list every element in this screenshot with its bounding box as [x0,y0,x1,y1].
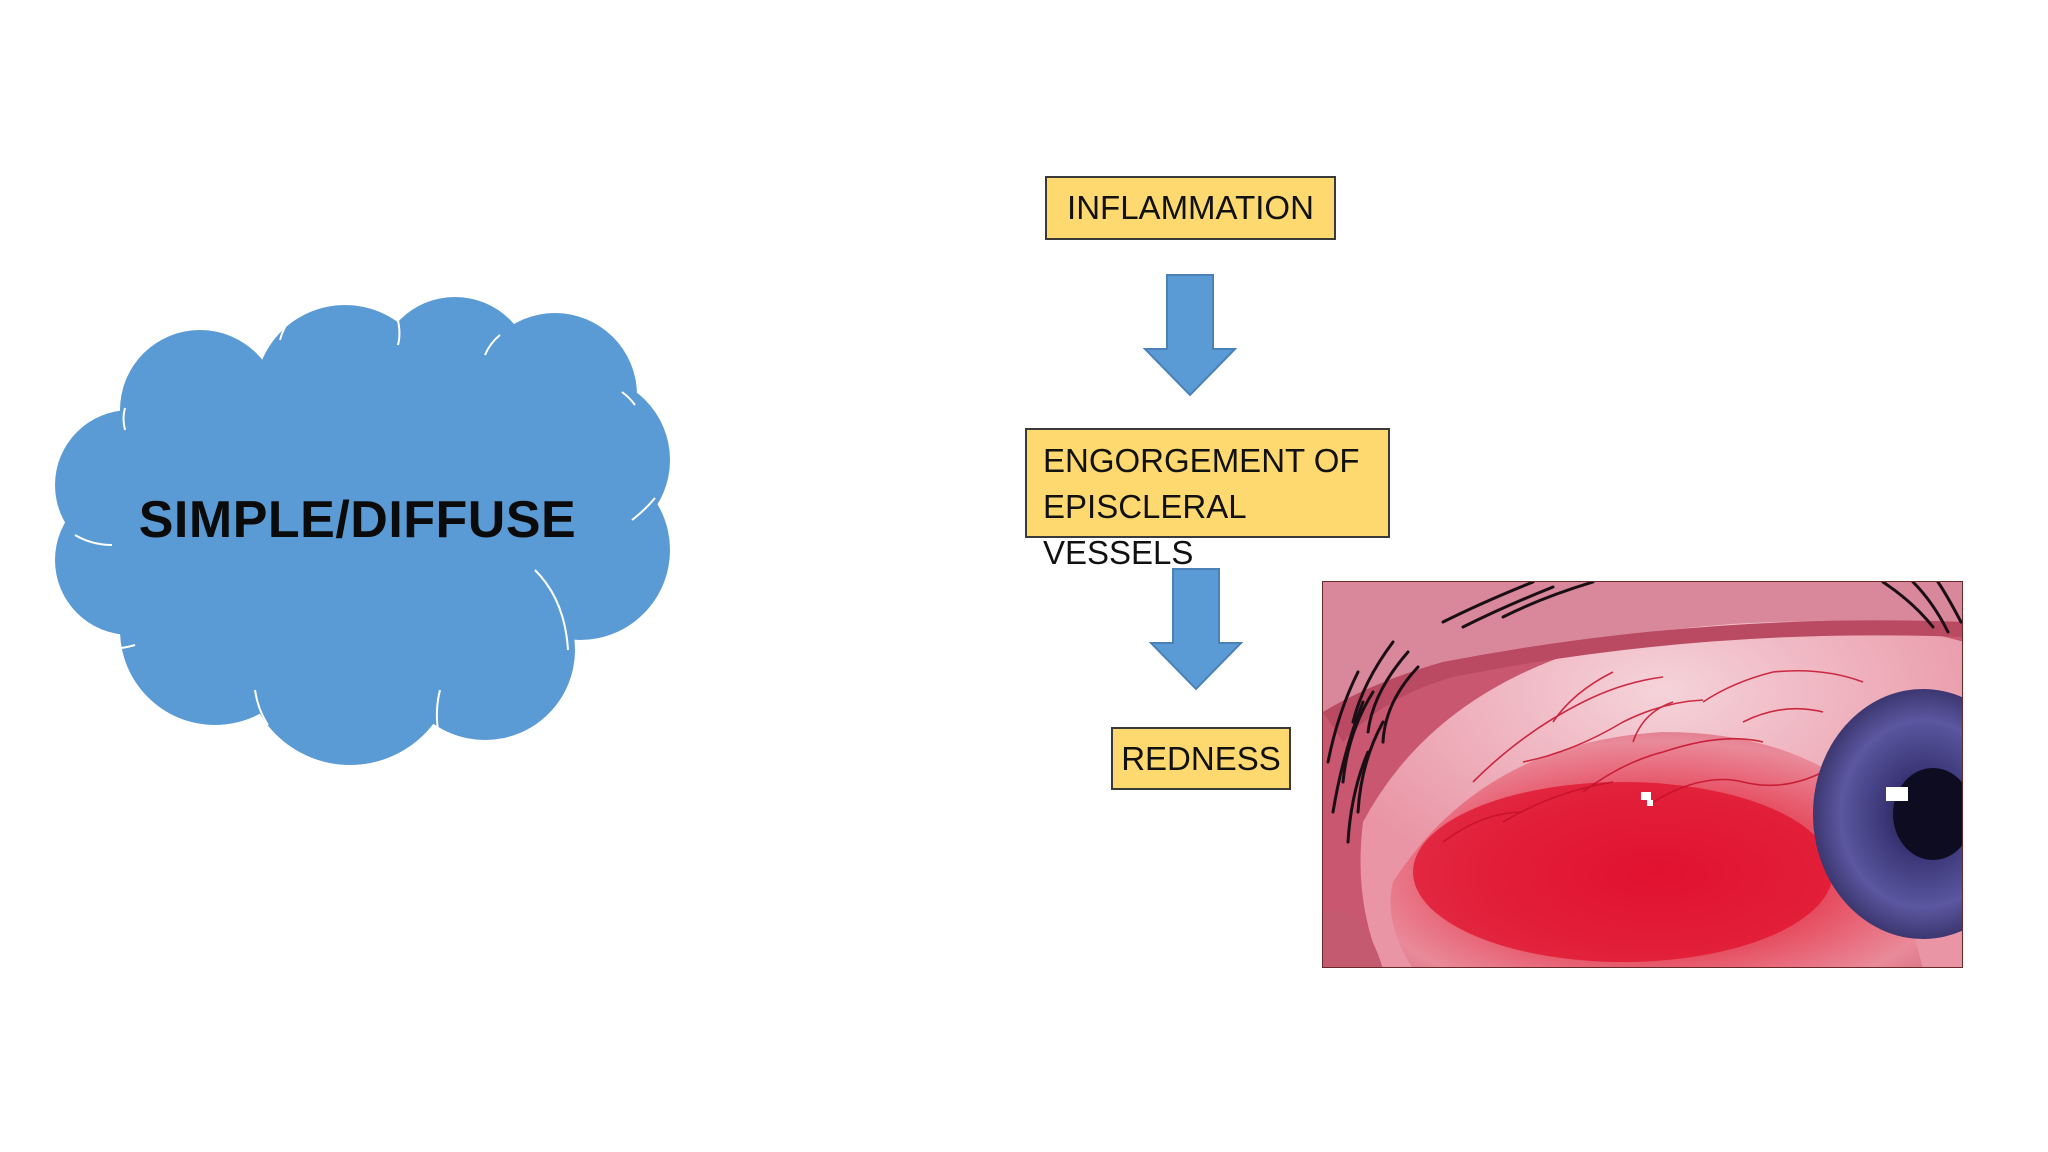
flow-box-text-line-2: EPISCLERAL VESSELS [1043,488,1246,571]
flow-box-text: INFLAMMATION [1067,189,1314,226]
down-arrow-icon [1148,568,1244,691]
flow-box-text-line-1: ENGORGEMENT OF [1043,442,1360,479]
flow-box-inflammation: INFLAMMATION [1045,176,1336,240]
flow-box-engorgement: ENGORGEMENT OF EPISCLERAL VESSELS [1025,428,1390,571]
down-arrow-icon [1142,274,1238,397]
red-eye-photo [1322,581,1963,968]
cloud-label: SIMPLE/DIFFUSE [138,491,577,549]
flow-box-redness: REDNESS [1111,727,1291,790]
flow-box-text: REDNESS [1121,740,1281,777]
